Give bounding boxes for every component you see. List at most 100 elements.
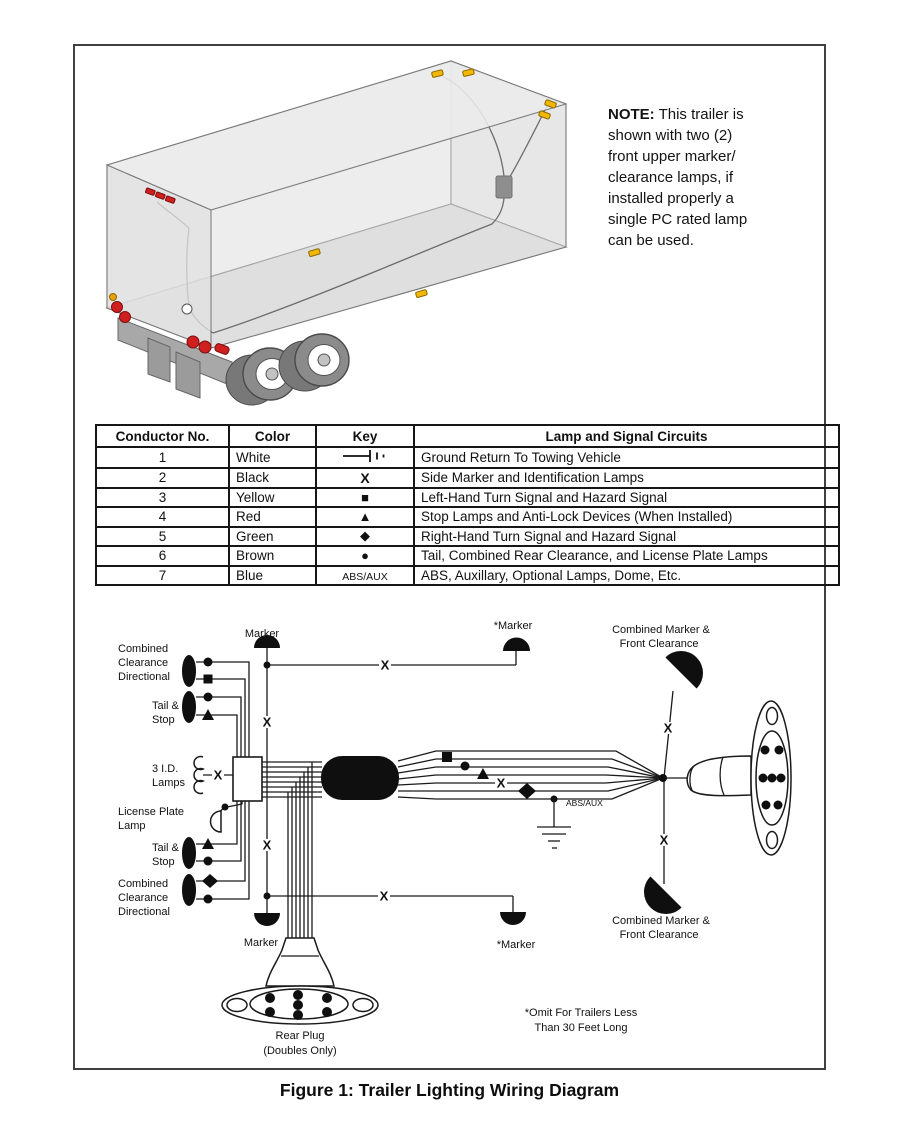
cell-circuit: Side Marker and Identification Lamps [413,467,840,489]
table-row: 5 Green ◆ Right-Hand Turn Signal and Haz… [95,525,840,547]
cell-circuit: Right-Hand Turn Signal and Hazard Signal [413,525,840,547]
cell-conductor-no: 3 [95,486,230,508]
svg-text:License Plate: License Plate [118,806,184,818]
svg-text:X: X [381,658,390,673]
cell-conductor-no: 2 [95,467,230,489]
svg-text:*Marker: *Marker [494,620,533,632]
circle-key-icon [203,692,213,702]
header-conductor-no: Conductor No. [95,424,230,448]
wire-key-x-icon: X [662,721,674,736]
wire-key-x-icon: X [495,776,507,791]
header-key: Key [315,424,415,448]
cell-conductor-no: 6 [95,545,230,567]
svg-text:Stop: Stop [152,856,175,868]
svg-text:Stop: Stop [152,714,175,726]
right-vertical-wires [663,690,674,884]
diagram-labels-left: Combined Clearance Directional Tail & St… [118,643,186,918]
triangle-key-icon [477,768,489,779]
svg-text:Rear Plug: Rear Plug [276,1030,325,1042]
diamond-key-icon: ◆ [360,528,370,544]
svg-text:Tail &: Tail & [152,700,180,712]
cell-circuit: Stop Lamps and Anti-Lock Devices (When I… [413,506,840,528]
svg-text:X: X [497,776,506,791]
junction-dot [659,774,667,782]
triangle-key-icon: ▲ [358,509,372,525]
svg-text:(Doubles Only): (Doubles Only) [263,1045,336,1057]
harness-bus-wires [262,761,322,945]
wiring-diagram: Combined Clearance Directional Tail & St… [118,620,792,1057]
marker-lamp-icon [254,913,280,926]
square-key-icon [203,674,213,684]
svg-text:*Marker: *Marker [497,939,536,951]
table-row: 3 Yellow ■ Left-Hand Turn Signal and Haz… [95,486,840,508]
diagram-labels-markers: Marker *Marker Combined Marker & Front C… [244,620,711,1057]
cell-color: White [228,446,317,469]
id-lamps-coil-icon [193,755,205,795]
cell-color: Green [228,525,317,547]
triangle-key-icon [202,838,214,849]
svg-text:X: X [380,889,389,904]
svg-text:Than 30 Feet Long: Than 30 Feet Long [535,1022,628,1034]
square-key-icon [442,752,452,762]
cell-key [315,446,415,469]
left-lamp-symbols [182,655,229,906]
marker-lamp-icon [500,912,526,925]
svg-text:Directional: Directional [118,906,170,918]
trailer-support-leg [147,337,171,383]
square-key-icon: ■ [361,489,369,505]
combined-marker-lamp-icon [665,651,703,689]
cell-conductor-no: 5 [95,525,230,547]
ground-return-key-icon [343,450,385,462]
front-plug-pins [758,745,786,810]
wire-key-x-icon: X [378,889,390,904]
cell-color: Yellow [228,486,317,508]
marker-lamp-icon [254,635,280,648]
svg-text:Clearance: Clearance [118,657,168,669]
svg-text:Front Clearance: Front Clearance [620,929,699,941]
table-row: 2 Black X Side Marker and Identification… [95,467,840,489]
circle-key-icon [203,856,213,866]
abs-aux-wire-label: ABS/AUX [566,798,603,808]
wire-key-x-icon: X [261,715,273,730]
header-color: Color [228,424,317,448]
cell-circuit: Ground Return To Towing Vehicle [413,446,840,469]
license-plate-lamp-icon [209,810,222,833]
svg-text:X: X [214,768,223,783]
rear-plug [221,937,379,1025]
x-key-icon: X [360,469,370,486]
diamond-key-icon [518,783,536,799]
svg-text:*Omit For Trailers Less: *Omit For Trailers Less [525,1007,638,1019]
wire-key-x-icon: X [212,768,224,783]
trailer-tail-lamps [109,293,230,355]
marker-lamp-icon [503,637,530,651]
trailer-id-lamps [144,187,176,204]
cell-color: Red [228,506,317,528]
svg-text:Directional: Directional [118,671,170,683]
junction-dot [221,803,229,811]
junction-dot [263,661,271,669]
table-row: 7 Blue ABS/AUX ABS, Auxillary, Optional … [95,564,840,586]
wire-key-x-icon: X [379,658,391,673]
trailer-marker-lamps [308,68,557,298]
cell-circuit: ABS, Auxillary, Optional Lamps, Dome, Et… [413,564,840,586]
table-header-row: Conductor No. Color Key Lamp and Signal … [95,424,840,448]
circle-key-icon [203,657,213,667]
circle-key-icon: ● [361,548,369,564]
abs-aux-key-label: ABS/AUX [342,570,388,583]
triangle-key-icon [202,709,214,720]
cell-color: Brown [228,545,317,567]
combined-marker-lamp-icon [644,876,682,914]
circle-key-icon [460,761,470,771]
fan-wire-keys [442,752,536,799]
header-circuits: Lamp and Signal Circuits [413,424,840,448]
svg-text:X: X [664,721,673,736]
svg-text:Marker: Marker [244,937,279,949]
cell-circuit: Left-Hand Turn Signal and Hazard Signal [413,486,840,508]
cell-conductor-no: 4 [95,506,230,528]
wire-key-x-icon: X [658,833,670,848]
cell-conductor-no: 7 [95,564,230,586]
rear-plug-pins [265,990,332,1020]
svg-text:Lamp: Lamp [118,820,146,832]
note-text: This trailer is shown with two (2) front… [608,106,748,249]
cell-color: Black [228,467,317,489]
